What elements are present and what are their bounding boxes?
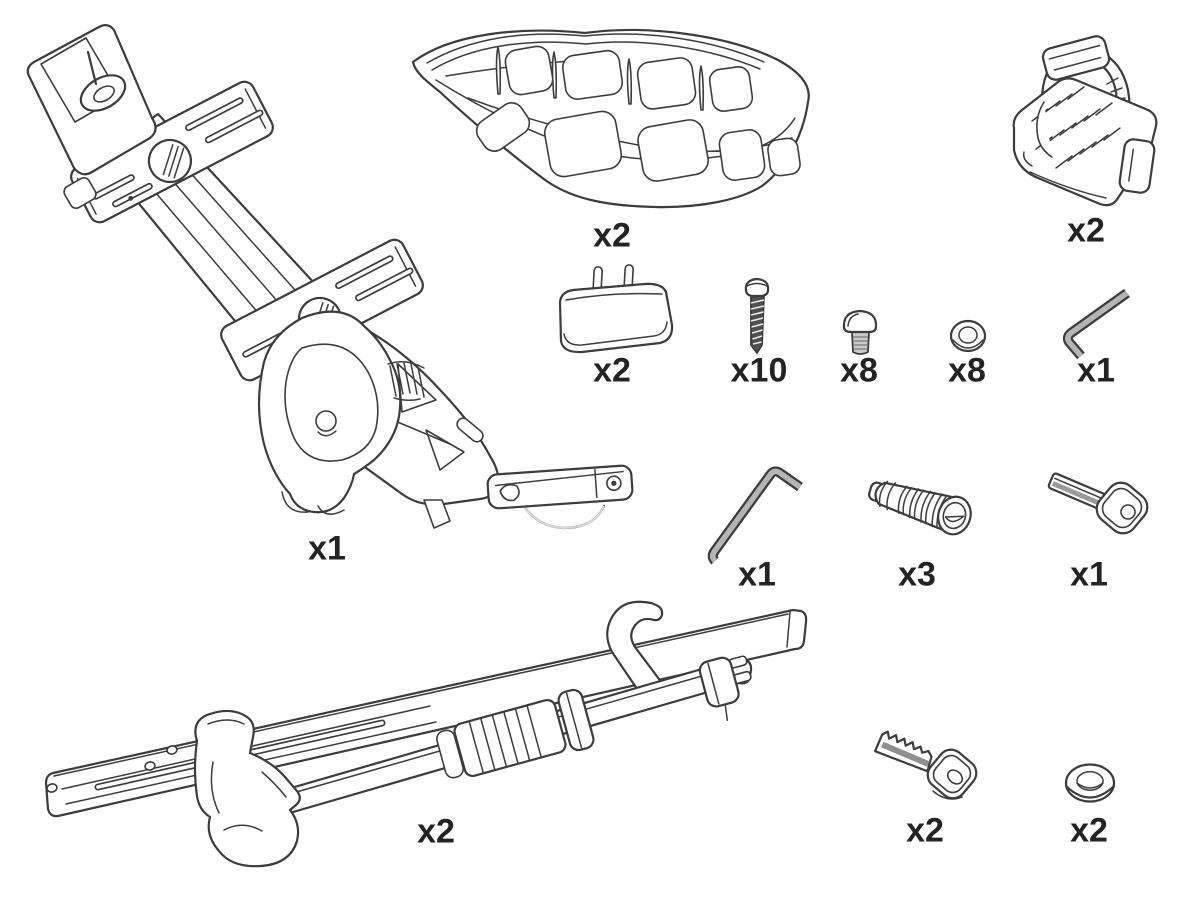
carrier-arm-assembly-icon xyxy=(26,23,634,530)
key-icon xyxy=(873,730,978,800)
qty-label-hex-key-long: x1 xyxy=(738,555,776,594)
qty-label-wheel-tray: x2 xyxy=(593,216,631,255)
support-arm-icon xyxy=(44,600,808,868)
wheel-strap-icon xyxy=(1012,35,1158,207)
screw-icon xyxy=(744,277,770,355)
qty-label-key-serrated: x2 xyxy=(906,811,944,850)
washer-icon xyxy=(1064,763,1116,803)
washer-icon xyxy=(949,319,987,353)
hex-key-icon xyxy=(707,466,803,565)
hex-key-icon xyxy=(1062,288,1130,360)
qty-label-washer-large: x2 xyxy=(1070,811,1108,850)
qty-label-frame-pad: x2 xyxy=(593,351,631,390)
qty-label-button-bolt: x8 xyxy=(840,351,878,390)
qty-label-support-arm-assembly: x2 xyxy=(417,812,455,851)
qty-label-lock-cylinder: x3 xyxy=(898,555,936,594)
pad-icon xyxy=(558,264,674,354)
key-icon xyxy=(1047,472,1149,535)
wheel-tray-icon xyxy=(411,28,810,209)
lock-cylinder-icon xyxy=(868,480,972,536)
qty-label-main-arm-assembly: x1 xyxy=(308,529,346,568)
qty-label-long-screw: x10 xyxy=(730,351,788,390)
qty-label-washer-small: x8 xyxy=(948,351,986,390)
qty-label-wheel-strap-holder: x2 xyxy=(1067,211,1105,250)
qty-label-hex-key-short: x1 xyxy=(1077,351,1115,390)
qty-label-key-blank: x1 xyxy=(1070,555,1108,594)
bolt-icon xyxy=(842,309,878,355)
